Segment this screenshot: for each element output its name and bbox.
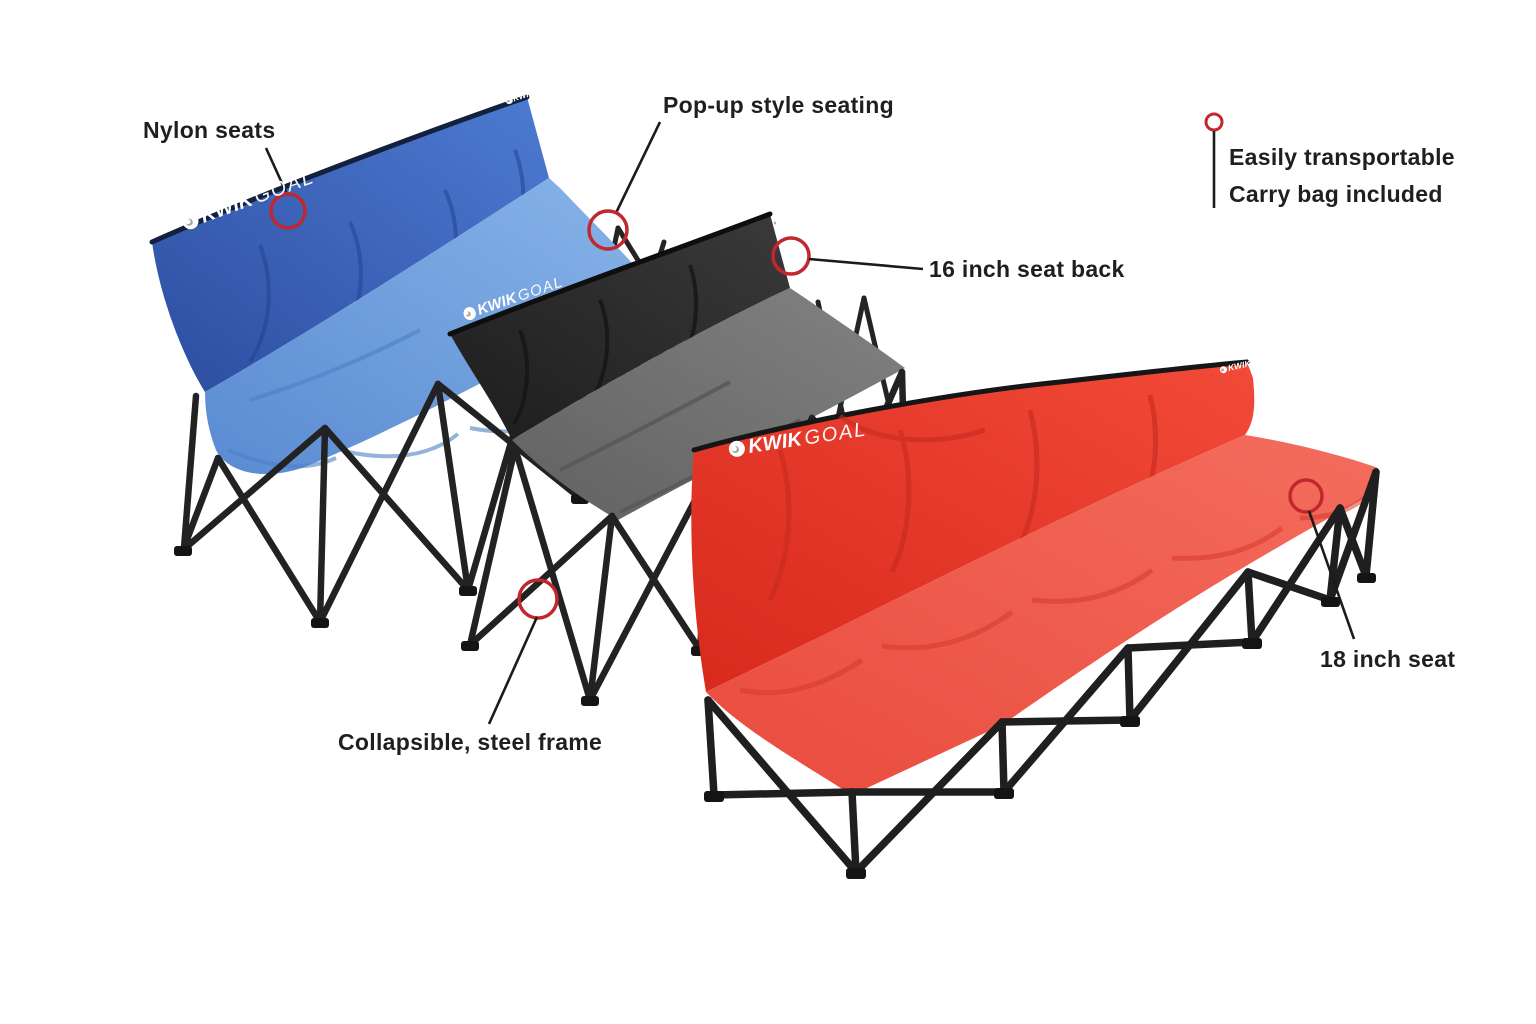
carry-bag-label: Carry bag included [1229,181,1443,207]
black-bench-seat-panel [512,288,905,520]
black-bench-top-rail [447,211,773,337]
callout-steel-frame [487,578,559,725]
seat-label: 18 inch seat [1320,646,1456,672]
seat-line [1307,510,1356,640]
nylon-seats-line [264,147,288,193]
red-bench-seat-panel [706,435,1378,795]
seat-back-marker [771,236,811,276]
red-bench-folds [767,394,1159,602]
nylon-seats-marker [269,192,307,230]
red-bench [691,359,1380,879]
red-bench-legs [704,468,1380,879]
kwik-goal-ball-icon [461,305,478,322]
callout-seat [1288,478,1356,640]
nylon-seats-label: Nylon seats [143,117,276,143]
blue-bench-seat-panel [205,178,655,475]
pop-up-label: Pop-up style seating [663,92,894,118]
kwik-goal-ball-icon [1219,365,1228,374]
kwik-goal-ball-icon [772,219,780,227]
seat-marker [1288,478,1324,514]
callouts [264,112,1356,725]
black-bench-back-panel [450,214,790,440]
blue-bench-back-panel [152,97,549,392]
red-bench-top-rail [691,359,1250,453]
easily-transportable-label: Easily transportable [1229,144,1455,170]
transportable-marker [1204,112,1224,132]
kwik-goal-ball-icon [727,439,747,459]
callout-nylon-seats [264,147,307,230]
steel-frame-line [487,616,539,725]
steel-frame-marker [517,578,559,620]
seat-back-line [808,257,924,271]
seat-back-label: 16 inch seat back [929,256,1125,282]
callout-transportable [1204,112,1224,208]
pop-up-marker [587,209,629,251]
callout-pop-up [587,121,662,251]
steel-frame-label: Collapsible, steel frame [338,729,603,755]
callout-seat-back [771,236,924,276]
red-bench-feet [704,573,1376,879]
red-bench-back-panel [691,362,1255,692]
pop-up-line [614,121,662,214]
